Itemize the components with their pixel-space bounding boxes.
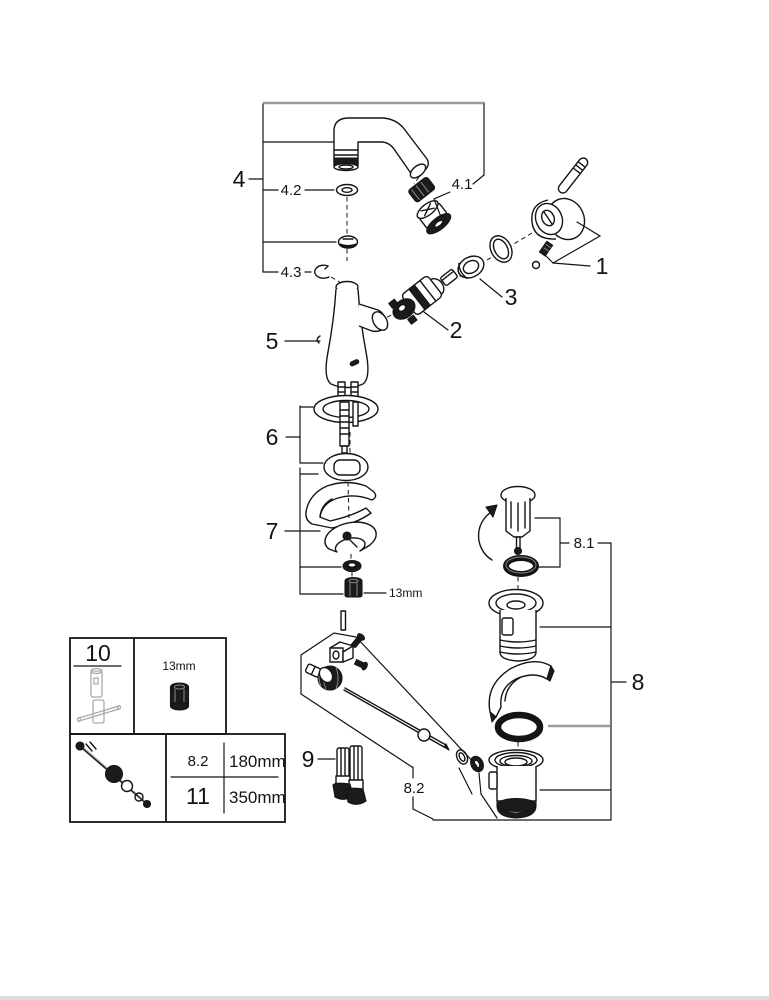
- info-box: 10 13mm: [69, 637, 286, 823]
- callout-4-label: 4: [233, 166, 246, 192]
- spout: [333, 117, 429, 179]
- callout-4-bracket: [248, 101, 485, 273]
- rod-seal: [470, 755, 484, 773]
- retaining-c-ring: [314, 264, 330, 279]
- callout-8-2-bracket: [300, 632, 498, 820]
- callout-4-1-label: 4.1: [452, 176, 473, 193]
- callout-7-bracket: [284, 432, 387, 595]
- spacer-washer: [342, 559, 362, 573]
- drain-upper-body: [488, 577, 544, 662]
- length-table-part-0: 8.2: [188, 753, 209, 770]
- callout-3-label: 3: [505, 284, 518, 310]
- cartridge: [388, 269, 458, 325]
- length-table-part-1: 11: [186, 783, 210, 809]
- callout-6-bracket: [285, 405, 324, 464]
- callout-2-label: 2: [450, 317, 463, 343]
- supply-hoses: [332, 745, 367, 805]
- horseshoe-washer: [324, 521, 377, 553]
- handle: [531, 157, 589, 241]
- cartridge-cap: [457, 255, 485, 279]
- rod-assembly-drawing: [75, 741, 152, 809]
- length-table-length-0: 180mm: [229, 752, 286, 771]
- mounting-base: [313, 381, 379, 482]
- spout-o-ring: [335, 183, 359, 197]
- socket-size-label: 13mm: [162, 659, 195, 673]
- callout-8-1-label: 8.1: [574, 535, 595, 552]
- spout-bearing-ring: [337, 235, 359, 249]
- callout-7-label: 7: [266, 518, 279, 544]
- callout-6-label: 6: [266, 424, 279, 450]
- escutcheon-ring: [489, 235, 513, 263]
- aerator-group: [408, 176, 452, 235]
- tool-number-label: 10: [85, 640, 111, 666]
- callout-4-3-label: 4.3: [281, 264, 302, 281]
- drain-clamp-wedge: [488, 661, 555, 723]
- callout-4-2-label: 4.2: [281, 182, 302, 199]
- callout-8-2-label: 8.2: [404, 780, 425, 797]
- callout-5-label: 5: [266, 328, 279, 354]
- popup-rod: [343, 687, 450, 751]
- mounting-bracket: [305, 481, 377, 529]
- rotation-arrow-icon: [477, 504, 498, 561]
- callout-8-bracket: [432, 542, 627, 821]
- faucet-body: [316, 280, 389, 389]
- drain-o-ring: [494, 711, 544, 743]
- popup-plug: [500, 485, 536, 556]
- footer-bar: [0, 996, 769, 1000]
- length-table-length-1: 350mm: [229, 788, 286, 807]
- callout-9-label: 9: [302, 746, 315, 772]
- plug-seal-ring: [503, 555, 539, 577]
- center-lines: [330, 197, 399, 319]
- length-table: 8.2 180mm 11 350mm: [170, 742, 286, 814]
- callout-8-1-bracket: [534, 517, 612, 568]
- mounting-tool-icon: [76, 667, 122, 724]
- mounting-nut: [344, 576, 363, 598]
- callout-8-label: 8: [632, 669, 645, 695]
- knurled-knob: [317, 665, 343, 691]
- wrench-size-label: 13mm: [389, 586, 422, 600]
- nut-13mm-icon: [169, 682, 190, 711]
- callout-1-label: 1: [596, 253, 609, 279]
- drain-lower-body: [488, 742, 544, 819]
- rod-clamp-group: [304, 610, 368, 678]
- handle-set-screw: [531, 240, 554, 270]
